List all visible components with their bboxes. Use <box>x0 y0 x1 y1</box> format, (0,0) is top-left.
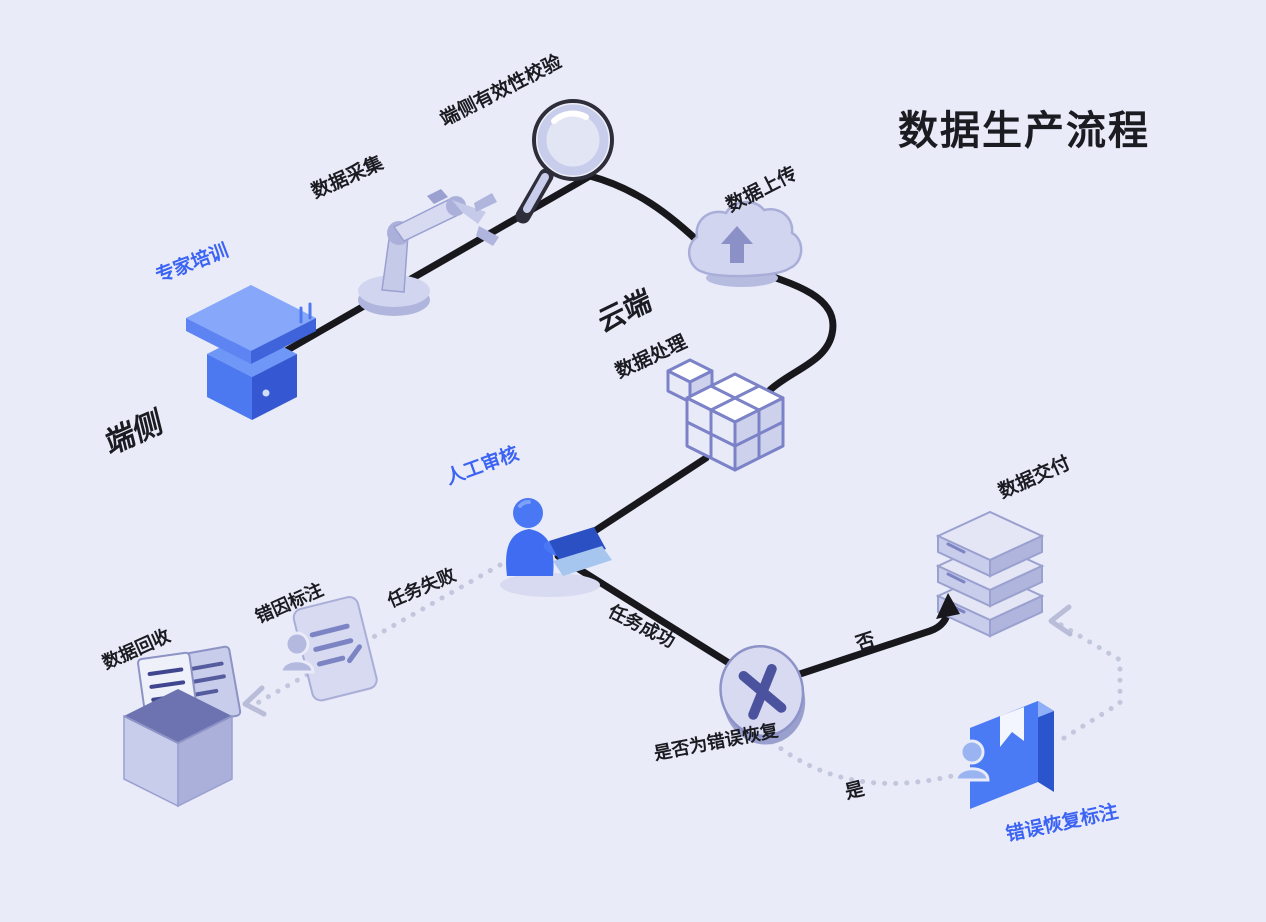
podium-icon <box>186 285 316 420</box>
arrowhead-to-delivery <box>936 593 960 619</box>
flow-device-to-cloud-line <box>280 172 709 356</box>
chevron-to-recycle-icon <box>242 685 267 717</box>
cube-icon <box>666 358 785 472</box>
chevron-to-delivery-icon <box>1048 604 1073 637</box>
cloud-upload-icon <box>687 200 803 287</box>
magnifier-icon <box>515 99 614 224</box>
server-stack-icon <box>935 510 1045 638</box>
flow-cloud-to-cube-line <box>740 264 837 394</box>
edge-yes-line <box>769 739 955 786</box>
flow-cube-to-person-line <box>580 454 710 542</box>
x-disc-icon <box>719 645 806 745</box>
edge-task-failed-line <box>249 562 503 709</box>
edge-recovery-return-line <box>1055 620 1123 741</box>
document-person-icon <box>279 596 378 702</box>
book-person-icon <box>954 701 1054 809</box>
robot-arm-icon <box>358 189 499 316</box>
flow-person-to-decision-line <box>554 552 744 674</box>
person-laptop-icon <box>500 498 612 597</box>
page-title: 数据生产流程 <box>898 109 1150 153</box>
box-papers-icon <box>123 645 242 808</box>
